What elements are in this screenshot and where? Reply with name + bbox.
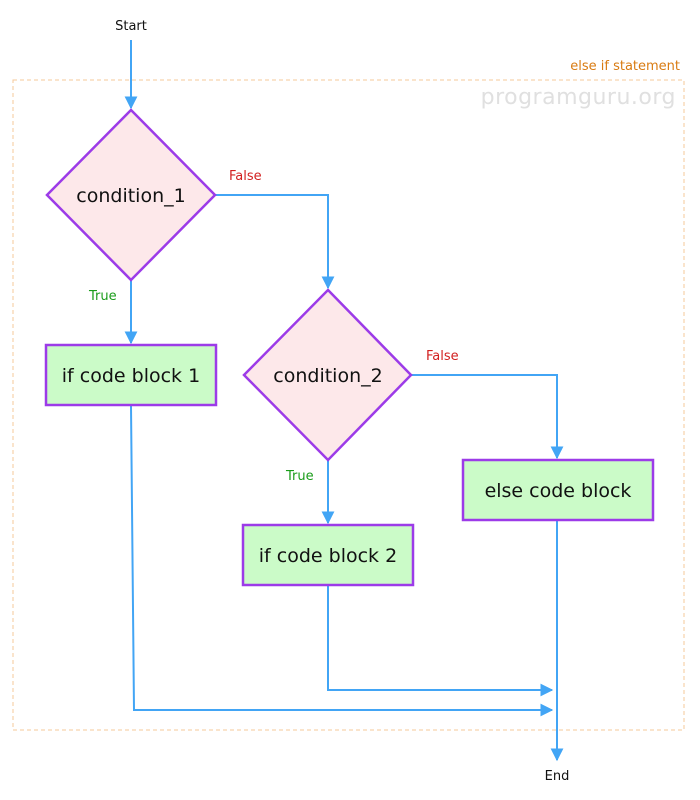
edge-label-condition-2-false: False	[426, 349, 459, 364]
end-label: End	[545, 769, 570, 784]
decision-condition-2-label: condition_2	[273, 365, 382, 387]
edge-if-block-2-to-merge	[327, 586, 554, 697]
else-if-region-frame	[12, 79, 685, 731]
edge-if-block-1-to-merge	[130, 405, 554, 717]
edge-condition-2-false	[411, 374, 564, 460]
decision-condition-1-label: condition_1	[76, 185, 185, 207]
edge-label-condition-1-true: True	[88, 289, 117, 304]
edge-condition-1-false	[215, 194, 335, 290]
edge-label-condition-2-true: True	[285, 469, 314, 484]
start-label: Start	[115, 19, 147, 34]
block-if-code-2-label: if code block 2	[259, 545, 397, 567]
block-if-code-1	[44, 343, 218, 407]
edge-label-condition-1-false: False	[229, 169, 262, 184]
watermark: programguru.org	[481, 85, 676, 110]
block-else-code-label: else code block	[485, 480, 632, 502]
decision-condition-2	[242, 288, 413, 462]
region-label: else if statement	[570, 59, 680, 74]
block-if-code-1-label: if code block 1	[62, 365, 200, 387]
decision-condition-1	[45, 108, 217, 282]
block-else-code	[461, 458, 655, 522]
block-if-code-2	[241, 523, 415, 587]
